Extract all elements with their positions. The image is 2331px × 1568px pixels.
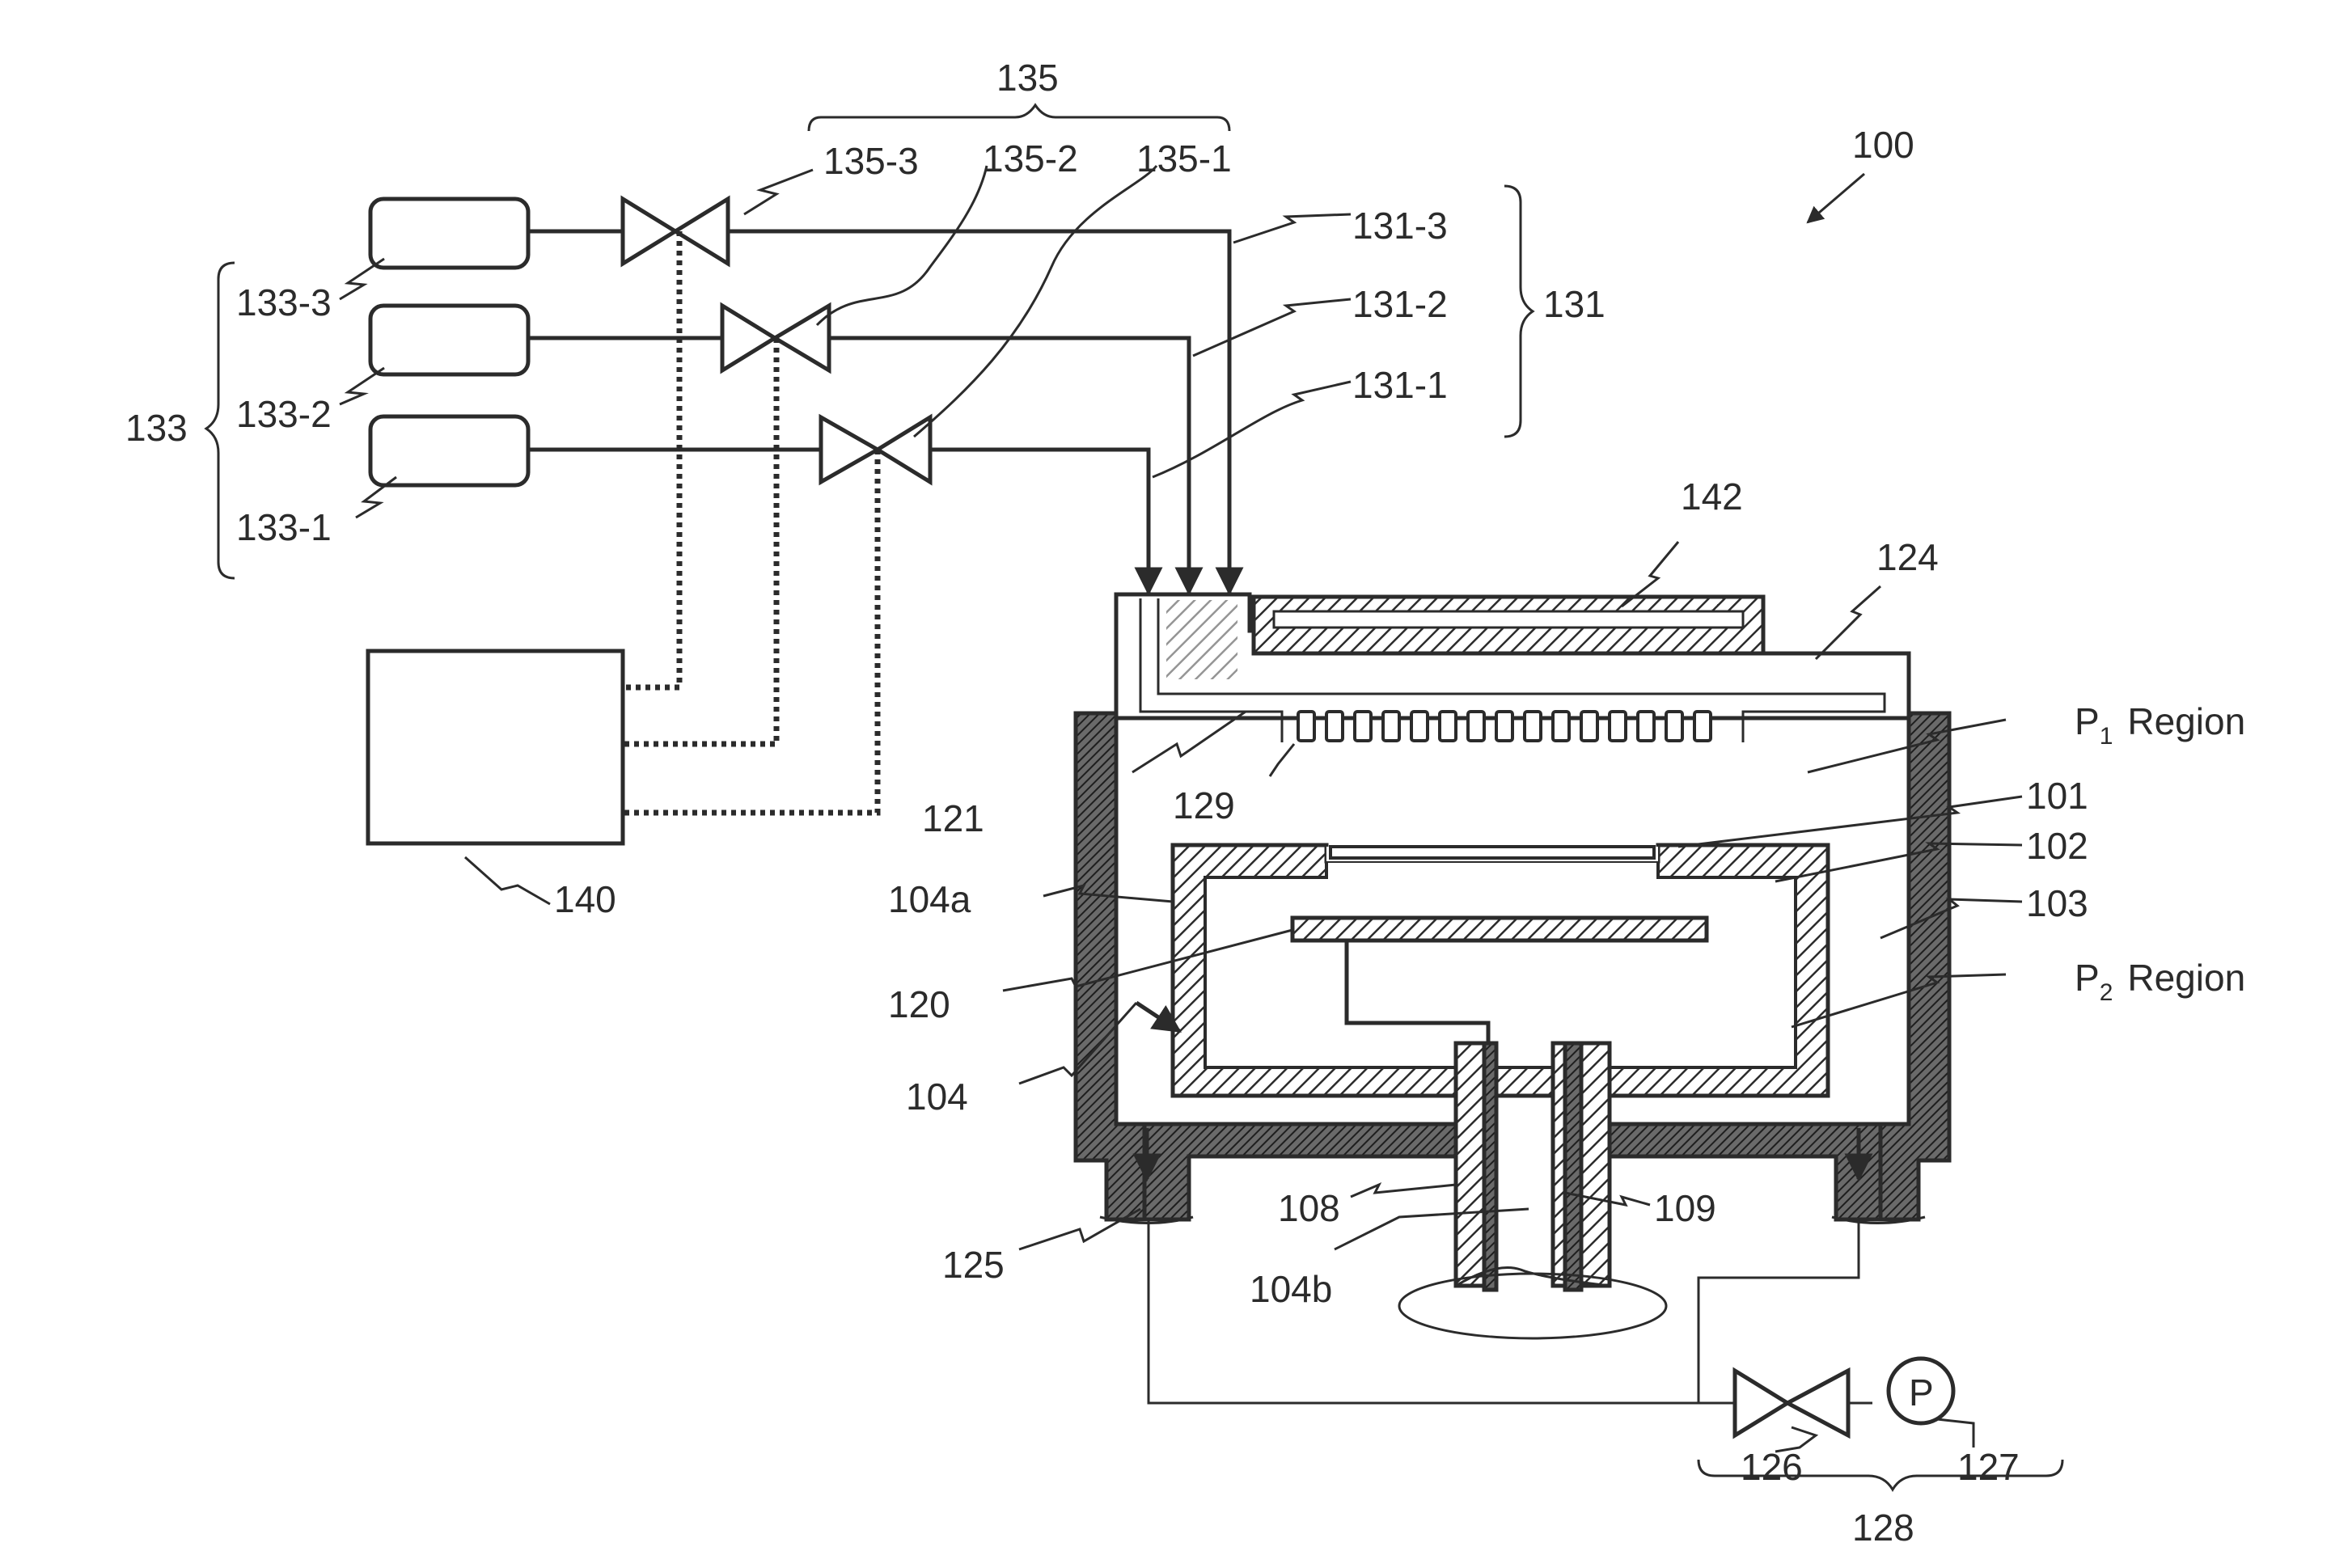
- shower-hole: [1326, 712, 1343, 741]
- label-102: 102: [2026, 825, 2088, 867]
- valve-135-3: [623, 199, 728, 264]
- label-131: 131: [1543, 283, 1605, 325]
- label-121: 121: [922, 797, 984, 839]
- shower-holes-129: [1298, 712, 1711, 741]
- shower-hole: [1581, 712, 1597, 741]
- label-127: 127: [1957, 1446, 2020, 1488]
- shower-hole: [1355, 712, 1371, 741]
- shower-hole: [1440, 712, 1456, 741]
- pump-letter: P: [1909, 1371, 1934, 1414]
- shower-hole: [1411, 712, 1428, 741]
- label-104: 104: [906, 1076, 968, 1118]
- shower-hole: [1468, 712, 1484, 741]
- label-p1-region: P1Region: [2075, 700, 2245, 750]
- label-135: 135: [996, 57, 1059, 99]
- exhaust-lines: [1100, 1217, 1925, 1403]
- label-128: 128: [1852, 1507, 1914, 1549]
- label-131-2: 131-2: [1352, 283, 1448, 325]
- label-140: 140: [554, 878, 616, 920]
- shower-hole: [1694, 712, 1711, 741]
- label-104b: 104b: [1250, 1268, 1332, 1310]
- label-135-3: 135-3: [823, 140, 919, 182]
- label-101: 101: [2026, 775, 2088, 817]
- controller-box: [368, 651, 623, 843]
- label-135-1: 135-1: [1136, 137, 1232, 180]
- label-126: 126: [1741, 1446, 1803, 1488]
- label-133: 133: [125, 407, 188, 449]
- label-100: 100: [1852, 124, 1914, 166]
- label-p2-region: P2Region: [2075, 957, 2245, 1006]
- shower-hole: [1666, 712, 1682, 741]
- label-142: 142: [1681, 475, 1743, 518]
- label-129: 129: [1173, 784, 1235, 826]
- label-104a: 104a: [888, 878, 971, 920]
- shower-hole: [1525, 712, 1541, 741]
- supply-pipes: [528, 231, 1229, 586]
- label-120: 120: [888, 983, 950, 1025]
- susceptor-102: [1173, 845, 1828, 1096]
- shower-hole: [1383, 712, 1399, 741]
- label-131-1: 131-1: [1352, 364, 1448, 406]
- shower-hole: [1553, 712, 1569, 741]
- shower-hole: [1298, 712, 1314, 741]
- inlet-arrows: [1149, 558, 1229, 593]
- shower-hole: [1496, 712, 1512, 741]
- shower-hole: [1610, 712, 1626, 741]
- heater-142: [1254, 597, 1763, 653]
- label-131-3: 131-3: [1352, 205, 1448, 247]
- label-125: 125: [942, 1244, 1005, 1286]
- control-signal-lines: [623, 231, 878, 813]
- gas-source-133-3: [370, 199, 528, 268]
- label-124: 124: [1876, 536, 1939, 578]
- label-109: 109: [1654, 1187, 1716, 1229]
- heater-plate-120: [1292, 918, 1707, 940]
- label-103: 103: [2026, 882, 2088, 924]
- system-pointer: [1808, 174, 1864, 222]
- label-135-2: 135-2: [983, 137, 1078, 180]
- shower-hole: [1638, 712, 1654, 741]
- gas-sources: [370, 199, 528, 485]
- label-133-2: 133-2: [236, 393, 332, 435]
- gas-source-133-1: [370, 416, 528, 485]
- label-133-3: 133-3: [236, 281, 332, 323]
- wafer-101: [1330, 847, 1654, 858]
- label-108: 108: [1278, 1187, 1340, 1229]
- label-133-1: 133-1: [236, 506, 332, 548]
- exhaust-valve-126: [1735, 1371, 1848, 1435]
- gas-source-133-2: [370, 306, 528, 374]
